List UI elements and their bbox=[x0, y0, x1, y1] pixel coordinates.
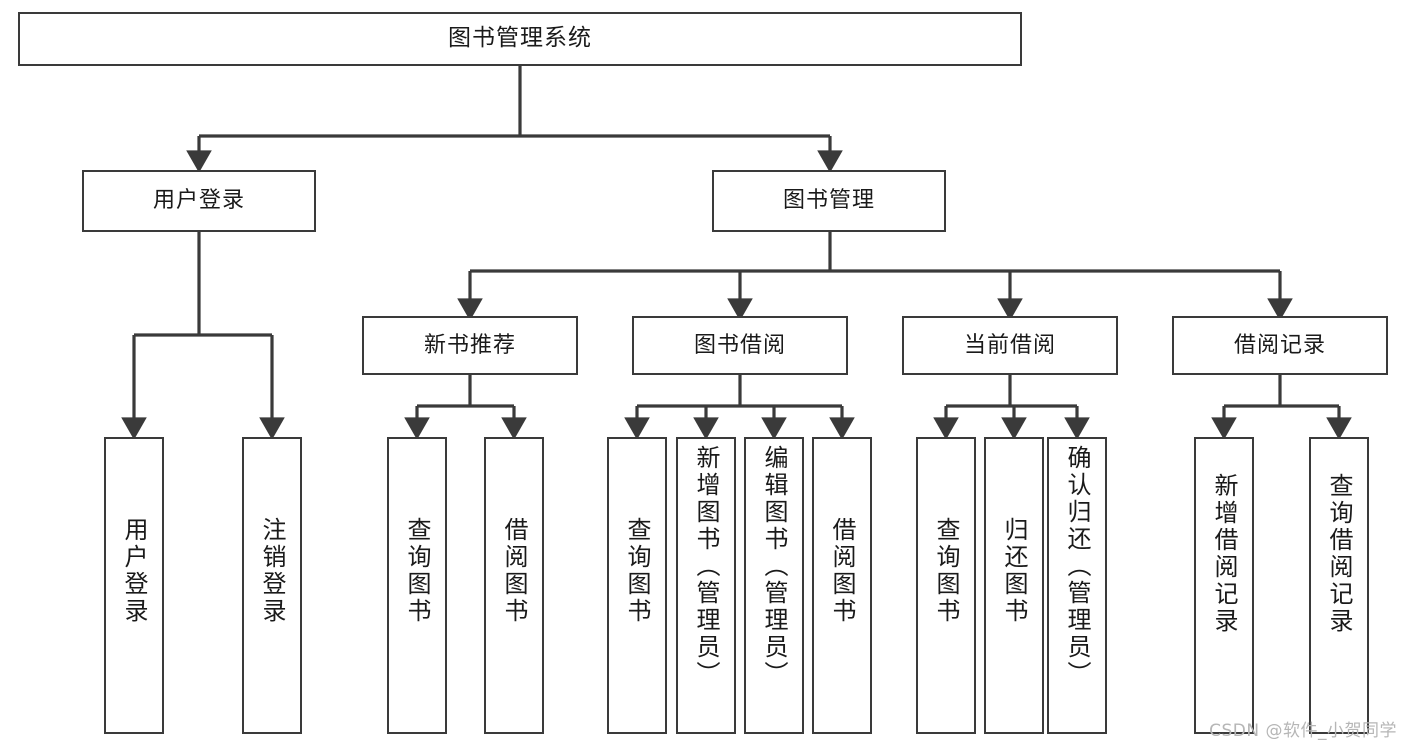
node-current-borrow-label: 当前借阅 bbox=[963, 332, 1056, 358]
leaf-cur-query[interactable]: 查询图书 bbox=[916, 437, 976, 734]
node-root[interactable]: 图书管理系统 bbox=[18, 12, 1022, 66]
node-user-login[interactable]: 用户登录 bbox=[82, 170, 316, 232]
leaf-user-login[interactable]: 用户登录 bbox=[104, 437, 164, 734]
leaf-user-login-label: 用户登录 bbox=[120, 517, 148, 625]
leaf-borrow-add-label: 新增图书（管理员） bbox=[692, 445, 720, 688]
node-borrow-record[interactable]: 借阅记录 bbox=[1172, 316, 1388, 375]
leaf-borrow-lend-label: 借阅图书 bbox=[828, 517, 856, 625]
node-borrow-record-label: 借阅记录 bbox=[1233, 332, 1326, 358]
leaf-borrow-lend[interactable]: 借阅图书 bbox=[812, 437, 872, 734]
leaf-borrow-query[interactable]: 查询图书 bbox=[607, 437, 667, 734]
node-new-book-rec-label: 新书推荐 bbox=[423, 332, 516, 358]
node-book-manage[interactable]: 图书管理 bbox=[712, 170, 946, 232]
leaf-cur-return[interactable]: 归还图书 bbox=[984, 437, 1044, 734]
leaf-rec-query-label: 查询图书 bbox=[403, 517, 431, 625]
leaf-rec-query-record-label: 查询借阅记录 bbox=[1325, 473, 1353, 635]
leaf-borrow-add[interactable]: 新增图书（管理员） bbox=[676, 437, 736, 734]
leaf-cur-query-label: 查询图书 bbox=[932, 517, 960, 625]
leaf-borrow-edit[interactable]: 编辑图书（管理员） bbox=[744, 437, 804, 734]
csdn-watermark: CSDN @软件_小贺同学 bbox=[1209, 721, 1397, 741]
leaf-user-logout[interactable]: 注销登录 bbox=[242, 437, 302, 734]
leaf-borrow-edit-label: 编辑图书（管理员） bbox=[760, 445, 788, 688]
leaf-rec-add[interactable]: 新增借阅记录 bbox=[1194, 437, 1254, 734]
leaf-rec-query[interactable]: 查询图书 bbox=[387, 437, 447, 734]
leaf-cur-return-label: 归还图书 bbox=[1000, 517, 1028, 625]
node-book-borrow[interactable]: 图书借阅 bbox=[632, 316, 848, 375]
leaf-cur-confirm-label: 确认归还（管理员） bbox=[1063, 445, 1091, 688]
leaf-rec-borrow[interactable]: 借阅图书 bbox=[484, 437, 544, 734]
leaf-borrow-query-label: 查询图书 bbox=[623, 517, 651, 625]
leaf-rec-add-label: 新增借阅记录 bbox=[1210, 473, 1238, 635]
node-user-login-label: 用户登录 bbox=[152, 188, 245, 214]
leaf-rec-borrow-label: 借阅图书 bbox=[500, 517, 528, 625]
node-root-label: 图书管理系统 bbox=[448, 25, 592, 52]
leaf-rec-query-record[interactable]: 查询借阅记录 bbox=[1309, 437, 1369, 734]
leaf-user-logout-label: 注销登录 bbox=[258, 517, 286, 625]
node-book-borrow-label: 图书借阅 bbox=[693, 332, 786, 358]
node-current-borrow[interactable]: 当前借阅 bbox=[902, 316, 1118, 375]
node-new-book-rec[interactable]: 新书推荐 bbox=[362, 316, 578, 375]
node-book-manage-label: 图书管理 bbox=[782, 188, 875, 214]
leaf-cur-confirm[interactable]: 确认归还（管理员） bbox=[1047, 437, 1107, 734]
